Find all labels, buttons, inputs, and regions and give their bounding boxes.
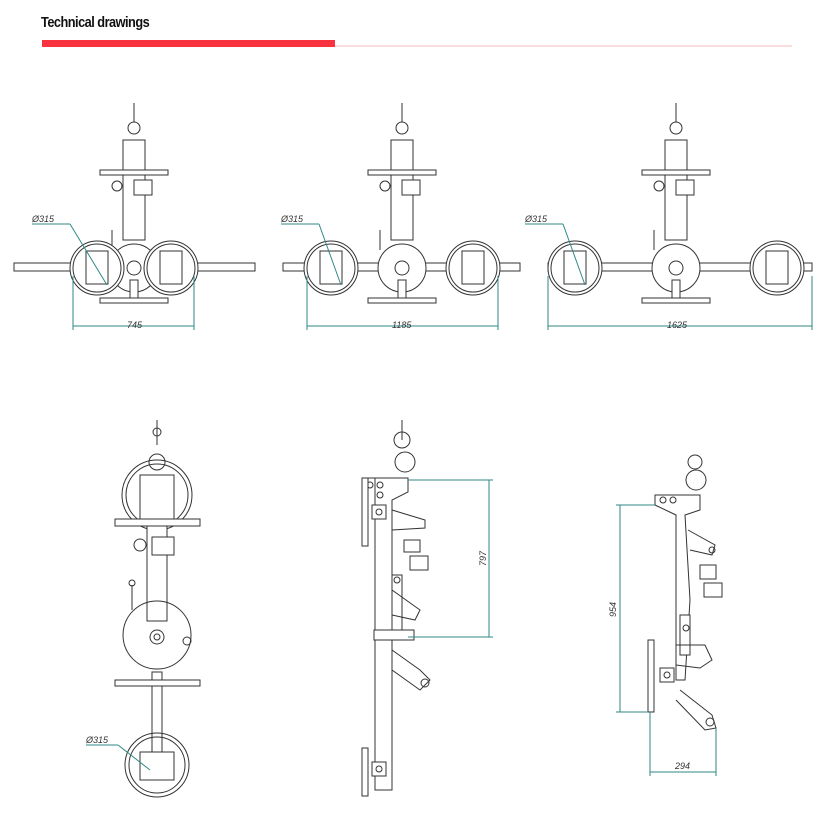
front-view-1-drawing bbox=[13, 103, 256, 330]
diameter-leader bbox=[69, 223, 108, 286]
front-view-3-diameter-label: Ø315 bbox=[524, 214, 548, 224]
suction-pad-inner bbox=[72, 243, 122, 293]
side-view-2-height-label: 954 bbox=[608, 602, 618, 617]
pad-bracket bbox=[159, 250, 183, 285]
front-view-2-width-label: 1185 bbox=[392, 320, 412, 330]
front-view-1-diameter-label: Ø315 bbox=[31, 214, 55, 224]
lifting-eye bbox=[127, 121, 141, 135]
gauge-icon bbox=[111, 180, 123, 192]
valve-box bbox=[401, 179, 421, 196]
front-view-1-width-label: 745 bbox=[127, 320, 143, 330]
diameter-leader bbox=[318, 223, 342, 286]
front-view-3-drawing bbox=[525, 103, 813, 330]
handle-bar bbox=[99, 297, 169, 304]
side-view-2-depth-label: 294 bbox=[674, 761, 690, 771]
handle-bar bbox=[641, 297, 711, 304]
hub-center bbox=[126, 260, 142, 276]
pad-bracket bbox=[563, 250, 587, 285]
front-view-2-drawing bbox=[281, 103, 521, 330]
hub-center bbox=[668, 260, 684, 276]
pad-bracket bbox=[461, 250, 485, 285]
suction-pad-inner bbox=[306, 243, 356, 293]
top-view-diameter-label: Ø315 bbox=[85, 735, 109, 745]
valve-box bbox=[133, 179, 153, 196]
lifting-eye bbox=[669, 121, 683, 135]
title-underline-light bbox=[335, 45, 792, 47]
suction-pad-inner bbox=[448, 243, 498, 293]
front-view-3-width-label: 1625 bbox=[667, 320, 688, 330]
crossbar bbox=[367, 169, 437, 176]
pad-bracket bbox=[765, 250, 789, 285]
suction-pad-inner bbox=[752, 243, 802, 293]
lifting-eye bbox=[395, 121, 409, 135]
side-view-1-drawing bbox=[361, 420, 493, 797]
diameter-leader bbox=[562, 223, 586, 286]
suction-pad-inner bbox=[550, 243, 600, 293]
valve-box bbox=[675, 179, 695, 196]
title-underline-accent bbox=[42, 40, 335, 47]
front-view-2-diameter-label: Ø315 bbox=[280, 214, 304, 224]
side-view-1-height-label: 797 bbox=[478, 550, 488, 566]
crossbar bbox=[641, 169, 711, 176]
gauge-icon bbox=[653, 180, 665, 192]
suction-pad-inner bbox=[146, 243, 196, 293]
side-view-2-drawing bbox=[616, 454, 723, 776]
front-views bbox=[13, 103, 813, 330]
hub-center bbox=[394, 260, 410, 276]
crossbar bbox=[99, 169, 169, 176]
gauge-icon bbox=[379, 180, 391, 192]
section-title: Technical drawings bbox=[41, 14, 150, 31]
handle-bar bbox=[367, 297, 437, 304]
pad-bracket bbox=[319, 250, 343, 285]
top-view-drawing bbox=[86, 420, 201, 798]
